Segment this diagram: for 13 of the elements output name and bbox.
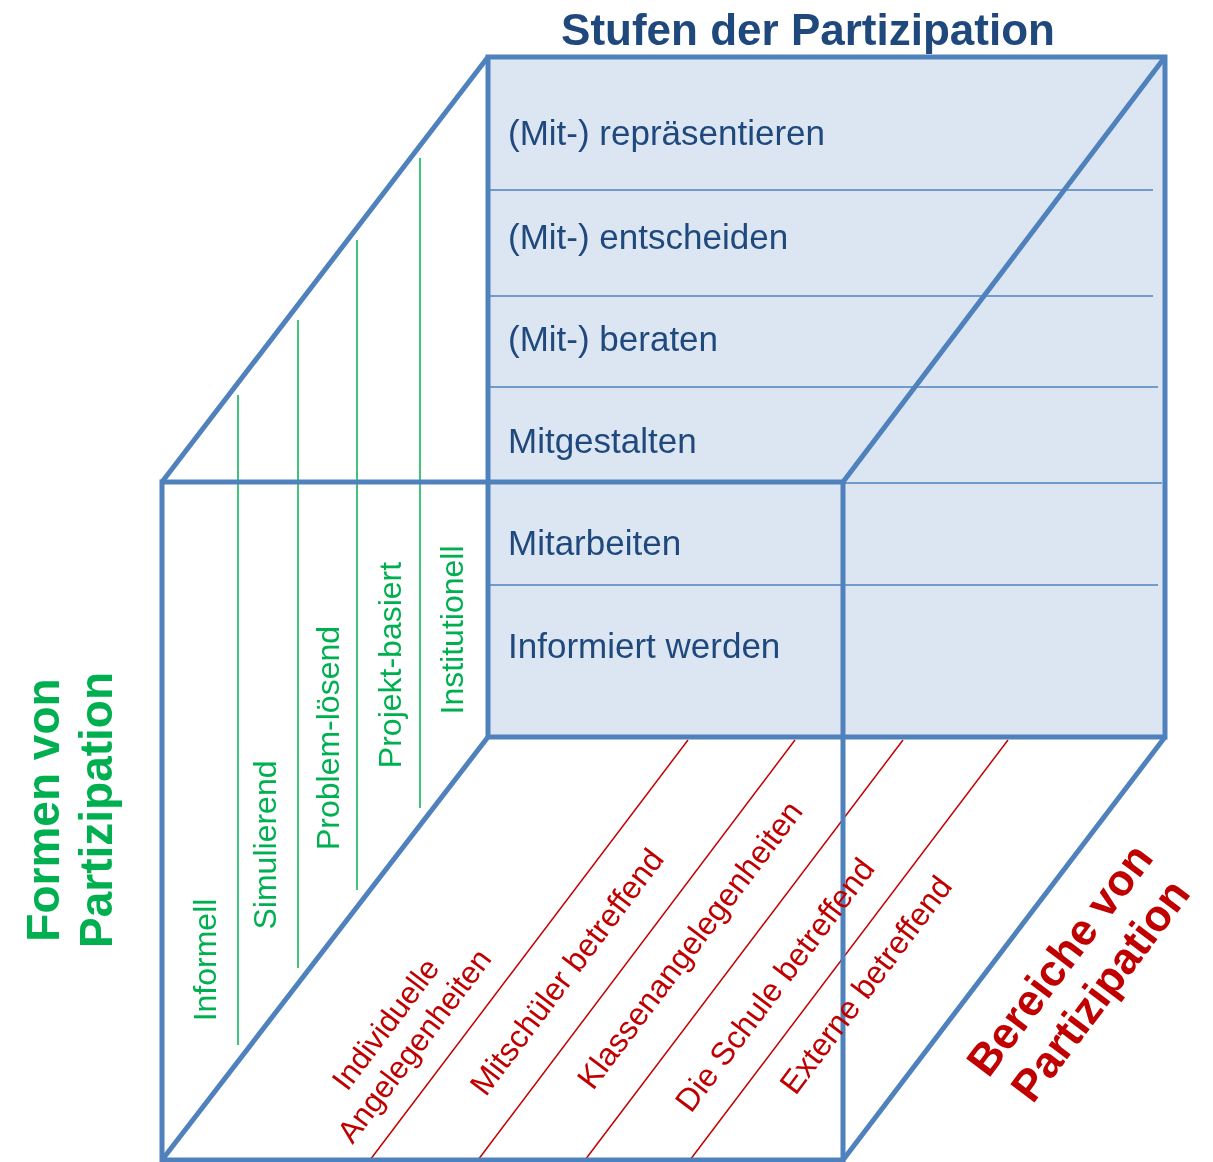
form-label: Simulierend [246, 760, 284, 930]
form-label: Institutionell [433, 545, 471, 715]
form-label: Projekt-basiert [371, 561, 409, 769]
axis-title: Formen von Partizipation [17, 671, 123, 950]
level-label: (Mit-) beraten [508, 318, 719, 360]
level-label: Informiert werden [508, 625, 781, 667]
axis-title: Stufen der Partizipation [561, 4, 1055, 56]
form-label: Informell [186, 898, 224, 1022]
form-label: Problem-lösend [309, 625, 347, 851]
level-label: (Mit-) entscheiden [508, 216, 789, 258]
level-label: Mitgestalten [508, 420, 697, 462]
level-label: (Mit-) repräsentieren [508, 112, 826, 154]
level-label: Mitarbeiten [508, 522, 682, 564]
